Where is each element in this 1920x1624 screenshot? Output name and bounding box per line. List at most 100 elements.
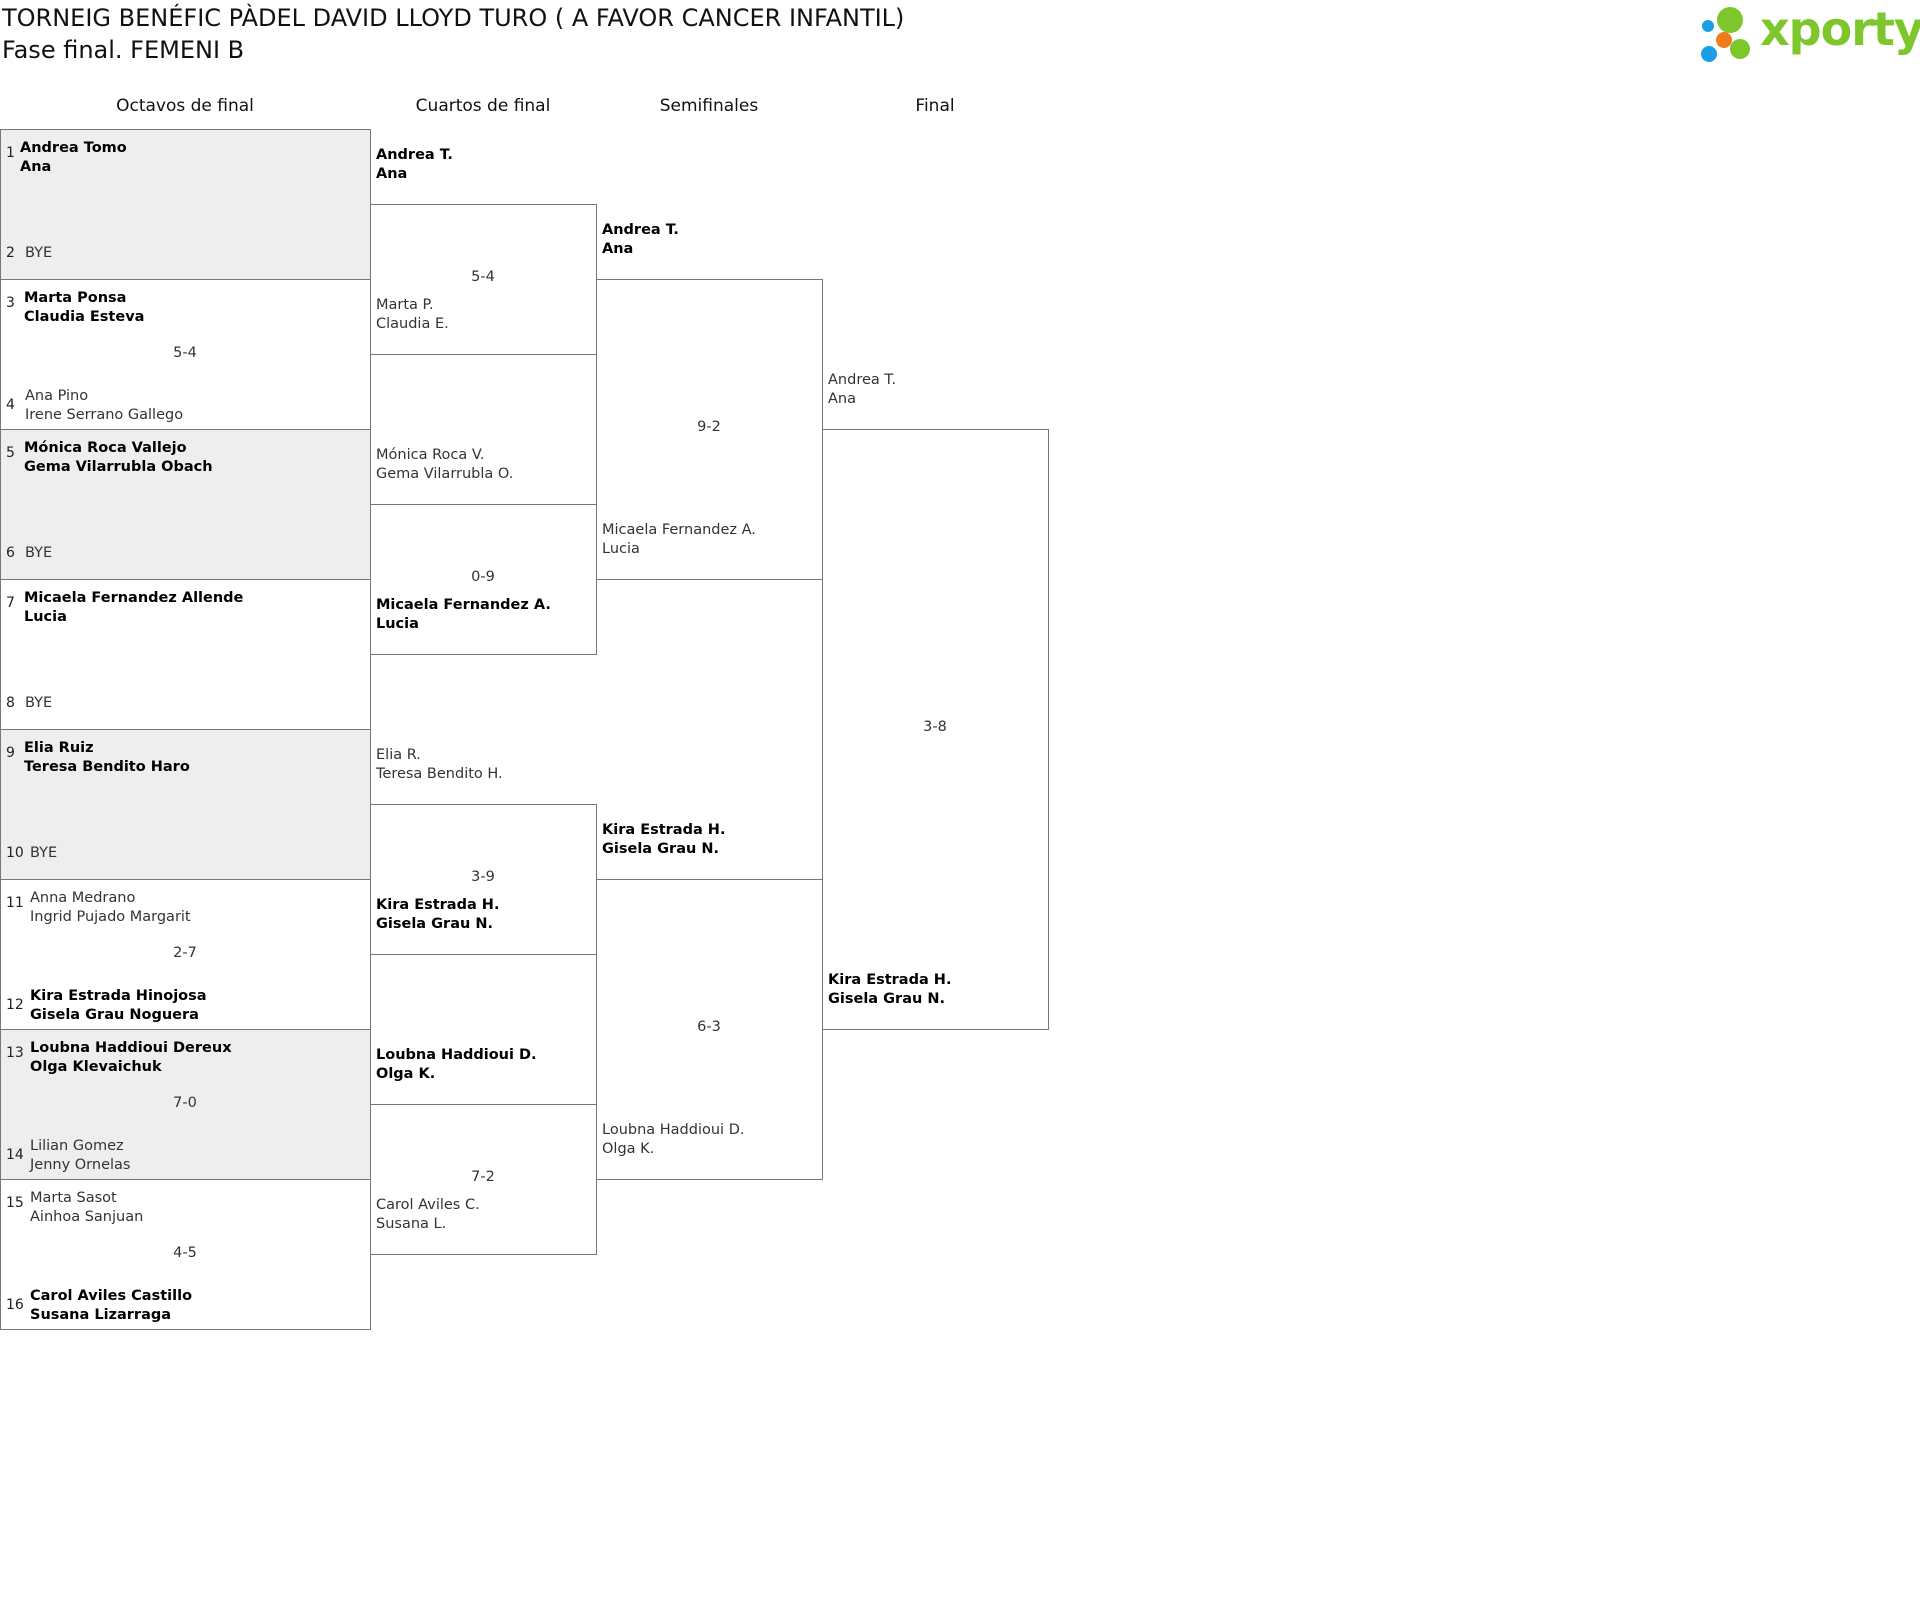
- seed-number: 16: [6, 1297, 24, 1313]
- match-score: 2-7: [173, 945, 197, 961]
- xporty-logo[interactable]: xporty: [1696, 2, 1920, 72]
- team-entry[interactable]: Andrea T.Ana: [376, 146, 453, 184]
- player-name: Kira Estrada H.: [376, 897, 500, 913]
- player-name: Irene Serrano Gallego: [25, 407, 184, 423]
- seed-number: 9: [6, 745, 15, 761]
- player-name: Micaela Fernandez A.: [376, 597, 551, 613]
- team-entry[interactable]: Kira Estrada H.Gisela Grau N.: [602, 821, 725, 859]
- seed-number: 14: [6, 1147, 24, 1163]
- player-name: Gisela Grau N.: [376, 916, 493, 932]
- player-name: Loubna Haddioui Dereux: [30, 1040, 232, 1056]
- player-name: Loubna Haddioui D.: [376, 1047, 537, 1063]
- seed-number: 8: [6, 695, 15, 711]
- team-entry[interactable]: Elia R.Teresa Bendito H.: [376, 746, 503, 784]
- player-name: Micaela Fernandez A.: [602, 522, 756, 538]
- seed-number: 13: [6, 1045, 24, 1061]
- player-name: Ana: [828, 391, 856, 407]
- player-name: Teresa Bendito Haro: [24, 759, 190, 775]
- player-name: Marta P.: [376, 297, 434, 313]
- team-entry[interactable]: Loubna Haddioui D.Olga K.: [602, 1121, 744, 1159]
- seed-number: 11: [6, 895, 24, 911]
- team-entry[interactable]: Andrea T.Ana: [828, 371, 896, 409]
- match-score: 0-9: [471, 569, 495, 585]
- player-name: Lucia: [24, 609, 67, 625]
- player-name: Ana: [20, 159, 52, 175]
- phase-subtitle: Fase final. FEMENI B: [2, 36, 245, 64]
- round-header-cuartos: Cuartos de final: [415, 96, 551, 116]
- seed-number: 2: [6, 245, 15, 261]
- player-name: BYE: [25, 245, 53, 261]
- player-name: Teresa Bendito H.: [376, 766, 503, 782]
- bye-entry[interactable]: BYE: [30, 844, 57, 863]
- match-score: 6-3: [697, 1019, 721, 1035]
- team-entry[interactable]: Carol Aviles C. Susana L.: [376, 1196, 480, 1234]
- player-name: Lilian Gomez: [30, 1138, 124, 1154]
- tournament-title: TORNEIG BENÉFIC PÀDEL DAVID LLOYD TURO (…: [2, 4, 905, 32]
- match-box: [0, 129, 371, 280]
- player-name: Gisela Grau Noguera: [30, 1007, 199, 1023]
- seed-number: 10: [6, 845, 24, 861]
- xporty-dots-logo-icon: [1701, 7, 1750, 62]
- bye-entry[interactable]: BYE: [25, 244, 52, 263]
- player-name: Lucia: [376, 616, 419, 632]
- match-score: 4-5: [173, 1245, 197, 1261]
- match-box: [0, 1029, 371, 1180]
- player-name: Claudia E.: [376, 316, 449, 332]
- player-name: Olga K.: [602, 1141, 655, 1157]
- player-name: BYE: [25, 695, 53, 711]
- round-header-final: Final: [915, 96, 955, 116]
- player-name: Carol Aviles Castillo: [30, 1288, 193, 1304]
- team-entry[interactable]: Andrea T. Ana: [602, 221, 679, 259]
- player-name: Marta Ponsa: [24, 290, 127, 306]
- player-name: Andrea Tomo: [20, 140, 127, 156]
- match-score: 5-4: [471, 269, 495, 285]
- team-entry[interactable]: Micaela Fernandez A. Lucia: [376, 596, 551, 634]
- bye-entry[interactable]: BYE: [25, 544, 52, 563]
- player-name: Ana Pino: [25, 388, 89, 404]
- team-entry[interactable]: Kira Estrada H.Gisela Grau N.: [828, 971, 951, 1009]
- round-header-octavos: Octavos de final: [116, 96, 254, 116]
- player-name: Olga K.: [376, 1066, 436, 1082]
- match-score: 9-2: [697, 419, 721, 435]
- match-score: 7-0: [173, 1095, 197, 1111]
- player-name: Susana L.: [376, 1216, 447, 1232]
- player-name: Ainhoa Sanjuan: [30, 1209, 144, 1225]
- team-entry[interactable]: Micaela Fernandez A. Lucia: [602, 521, 756, 559]
- team-entry[interactable]: Marta P. Claudia E.: [376, 296, 449, 334]
- player-name: Kira Estrada Hinojosa: [30, 988, 207, 1004]
- player-name: BYE: [30, 845, 58, 861]
- bye-entry[interactable]: BYE: [25, 694, 52, 713]
- player-name: Ana: [602, 241, 634, 257]
- logo-wordmark: xporty: [1760, 2, 1920, 56]
- player-name: Gisela Grau N.: [828, 991, 945, 1007]
- player-name: Ana: [376, 166, 408, 182]
- player-name: Carol Aviles C.: [376, 1197, 480, 1213]
- player-name: BYE: [25, 545, 53, 561]
- match-box: [0, 429, 371, 580]
- player-name: Lucia: [602, 541, 640, 557]
- seed-number: 1: [6, 145, 15, 161]
- player-name: Ingrid Pujado Margarit: [30, 909, 191, 925]
- player-name: Gisela Grau N.: [602, 841, 719, 857]
- seed-number: 5: [6, 445, 15, 461]
- seed-number: 15: [6, 1195, 24, 1211]
- player-name: Olga Klevaichuk: [30, 1059, 162, 1075]
- player-name: Andrea T.: [602, 222, 679, 238]
- team-entry[interactable]: Kira Estrada H. Gisela Grau N.: [376, 896, 499, 934]
- team-entry[interactable]: Mónica Roca V.Gema Vilarrubla O.: [376, 446, 513, 484]
- player-name: Susana Lizarraga: [30, 1307, 172, 1323]
- team-entry[interactable]: Loubna Haddioui D. Olga K.: [376, 1046, 537, 1084]
- player-name: Jenny Ornelas: [30, 1157, 131, 1173]
